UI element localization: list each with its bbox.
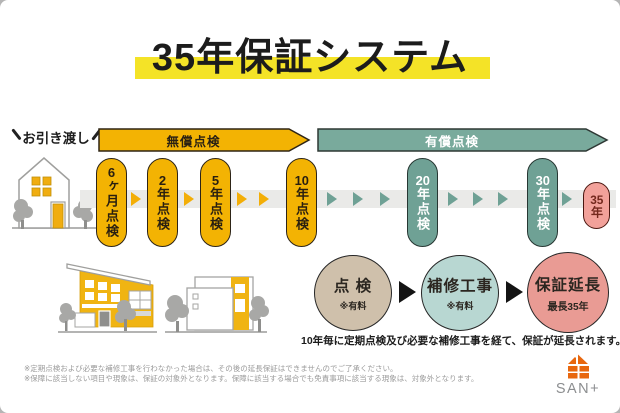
pill-number: 35 (590, 193, 604, 206)
pill-label: 年点検 (208, 186, 223, 232)
footnotes: ※定期点検および必要な補修工事を行わなかった場合は、その後の延長保証はできません… (24, 364, 478, 384)
step-label: 点 検 (333, 278, 373, 295)
arrow-right-icon (327, 192, 337, 206)
footnote-line-2: ※保障に該当しない項目や現象は、保証の対象外となります。保障に該当する場合でも免… (24, 374, 479, 383)
pill-label: 年点検 (294, 186, 309, 232)
banner-arrow-shape (98, 128, 311, 152)
process-step-inspection: 点 検 ※有料 (314, 255, 392, 331)
modern-houses-illustration (58, 263, 269, 333)
pill-label: 年点検 (535, 186, 550, 232)
footnote-line-1: ※定期点検および必要な補修工事を行わなかった場合は、その後の延長保証はできません… (24, 364, 398, 373)
new-house-illustration (12, 157, 96, 229)
arrow-right-icon (380, 192, 390, 206)
title-highlight-bar (135, 57, 490, 79)
pill-number: 10 (294, 173, 309, 187)
arrow-right-icon (259, 192, 269, 206)
paid-inspection-label: 有償点検 (424, 134, 479, 149)
pill-label: 年点検 (155, 186, 170, 232)
arrow-right-icon (498, 192, 508, 206)
free-inspection-label: 無償点検 (166, 134, 221, 149)
logo-text: SAN+ (555, 381, 601, 397)
arrow-right-icon (506, 281, 523, 303)
pill-number: 2 (158, 173, 167, 187)
arrow-right-icon (353, 192, 363, 206)
arrow-right-icon (184, 192, 194, 206)
handover-label: お引き渡し (22, 131, 90, 146)
step-label: 補修工事 (426, 278, 493, 295)
arrow-right-icon (399, 281, 416, 303)
pill-number: 5 (211, 173, 220, 187)
arrow-right-icon (131, 192, 141, 206)
pill-number: 20 (415, 173, 430, 187)
process-step-repair: 補修工事 ※有料 (421, 255, 499, 331)
pill-number: 6 (107, 166, 116, 179)
step-label: 保証延長 (534, 276, 601, 294)
process-step-extension: 保証延長 最長35年 (527, 252, 609, 333)
process-caption: 10年毎に定期点検及び必要な補修工事を経て、保証が延長されます。 (301, 335, 620, 347)
pill-label: ヶ月点検 (104, 179, 119, 239)
arrow-right-icon (562, 192, 572, 206)
slash-left-icon (11, 128, 21, 140)
free-inspection-banner: 無償点検 (98, 127, 311, 153)
banner-arrow-shape (317, 128, 609, 152)
pill-label: 年 (589, 205, 604, 218)
step-note: ※有料 (446, 301, 474, 311)
arrow-right-icon (237, 192, 247, 206)
house-logo-icon (567, 354, 589, 379)
paid-inspection-banner: 有償点検 (317, 127, 609, 153)
step-note: 最長35年 (547, 301, 589, 313)
arrow-right-icon (448, 192, 458, 206)
pill-label: 年点検 (415, 186, 430, 232)
page-title: 35年保証システム (151, 37, 469, 79)
handover-callout: お引き渡し (4, 127, 108, 147)
san-plus-logo: SAN+ (544, 353, 612, 397)
pill-number: 30 (535, 173, 550, 187)
step-note: ※有料 (339, 301, 367, 311)
arrow-right-icon (473, 192, 483, 206)
